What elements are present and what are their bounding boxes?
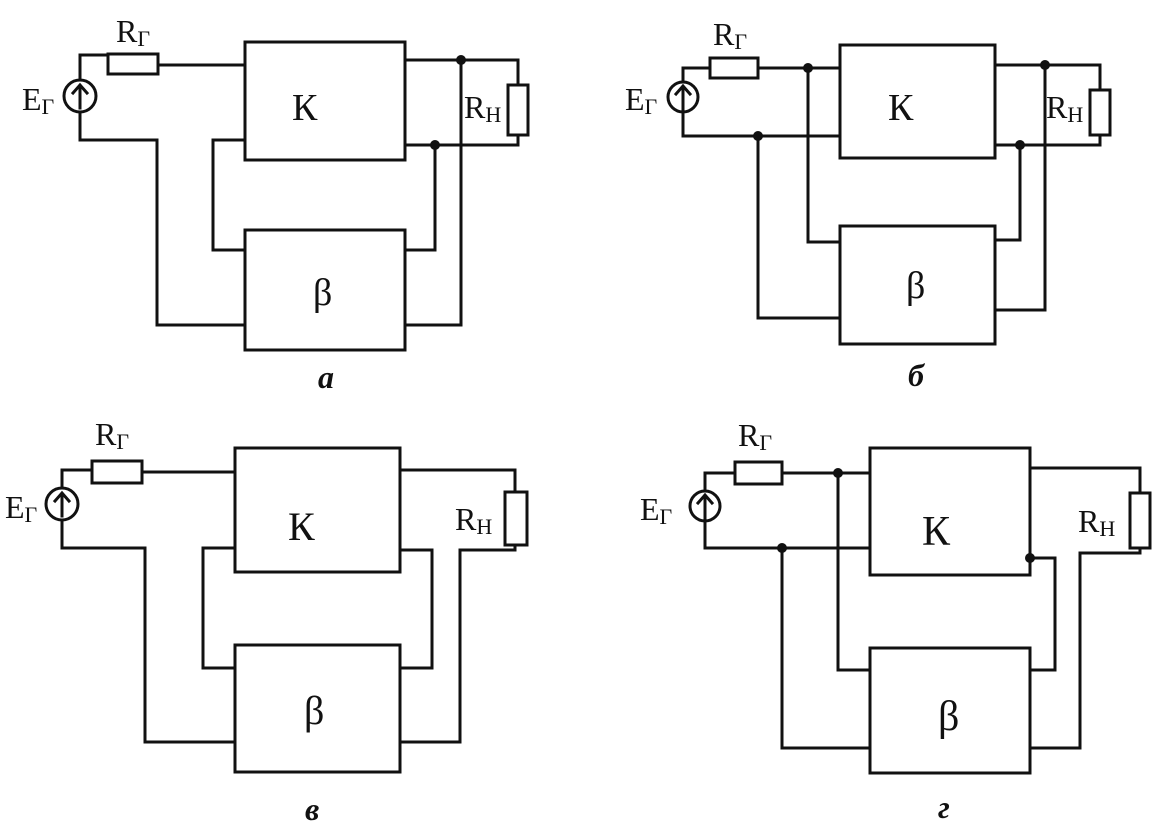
- rg-label-a: RГ: [116, 13, 150, 51]
- caption-c: в: [305, 791, 319, 827]
- voltage-source-b: [666, 80, 700, 114]
- feedback-block-d: [868, 646, 1032, 775]
- rg-label-d: RГ: [738, 417, 772, 455]
- junction-dot: [803, 63, 813, 73]
- junction-dot: [833, 468, 843, 478]
- feedback-block-a: [243, 228, 407, 352]
- eg-label-d: EГ: [640, 491, 673, 529]
- amplifier-label-a: К: [292, 87, 318, 129]
- voltage-source-d: [688, 489, 722, 523]
- amplifier-block-d: [868, 446, 1032, 577]
- resistor-rg-b: [708, 56, 760, 80]
- resistor-rn-c: [503, 490, 529, 547]
- resistor-rn-d: [1128, 491, 1152, 550]
- voltage-source-a: [62, 78, 98, 114]
- feedback-label-d: β: [938, 694, 959, 740]
- resistor-rg-a: [106, 52, 160, 76]
- voltage-source-c: [44, 486, 80, 522]
- junction-dot: [430, 140, 440, 150]
- resistor-rg-c: [90, 459, 144, 485]
- junction-dot: [1040, 60, 1050, 70]
- resistor-rg-d: [733, 460, 784, 486]
- feedback-label-b: β: [906, 265, 925, 307]
- rn-label-b: RН: [1046, 89, 1083, 127]
- amplifier-block-c: [233, 446, 402, 574]
- caption-d: г: [938, 789, 950, 825]
- feedback-label-c: β: [304, 688, 324, 733]
- rn-label-a: RН: [464, 89, 501, 127]
- feedback-label-a: β: [313, 272, 332, 314]
- amplifier-label-c: К: [288, 504, 315, 549]
- eg-label-c: EГ: [5, 489, 38, 527]
- circuit-panel-b: К β RГ EГ RН б: [625, 16, 1112, 393]
- amplifier-block-a: [243, 40, 407, 162]
- caption-b: б: [908, 357, 926, 393]
- amplifier-label-d: К: [922, 509, 951, 555]
- rg-label-b: RГ: [713, 16, 747, 54]
- feedback-block-b: [838, 224, 997, 346]
- resistor-rn-b: [1088, 88, 1112, 137]
- circuit-panel-c: К β RГ EГ RН в: [5, 416, 529, 827]
- feedback-block-c: [233, 643, 402, 774]
- circuit-panel-a: К β RГ EГ RН а: [22, 13, 530, 395]
- junction-dot: [777, 543, 787, 553]
- junction-dot: [1015, 140, 1025, 150]
- junction-dot: [1025, 553, 1035, 563]
- junction-dot: [456, 55, 466, 65]
- rn-label-c: RН: [455, 501, 492, 539]
- amplifier-label-b: К: [888, 87, 914, 129]
- amplifier-block-b: [838, 43, 997, 160]
- circuit-panel-d: К β RГ EГ RН г: [640, 417, 1152, 825]
- rg-label-c: RГ: [95, 416, 129, 454]
- resistor-rn-a: [506, 83, 530, 137]
- junction-dot: [753, 131, 763, 141]
- eg-label-a: EГ: [22, 81, 55, 119]
- eg-label-b: EГ: [625, 81, 658, 119]
- rn-label-d: RН: [1078, 503, 1115, 541]
- caption-a: а: [318, 359, 334, 395]
